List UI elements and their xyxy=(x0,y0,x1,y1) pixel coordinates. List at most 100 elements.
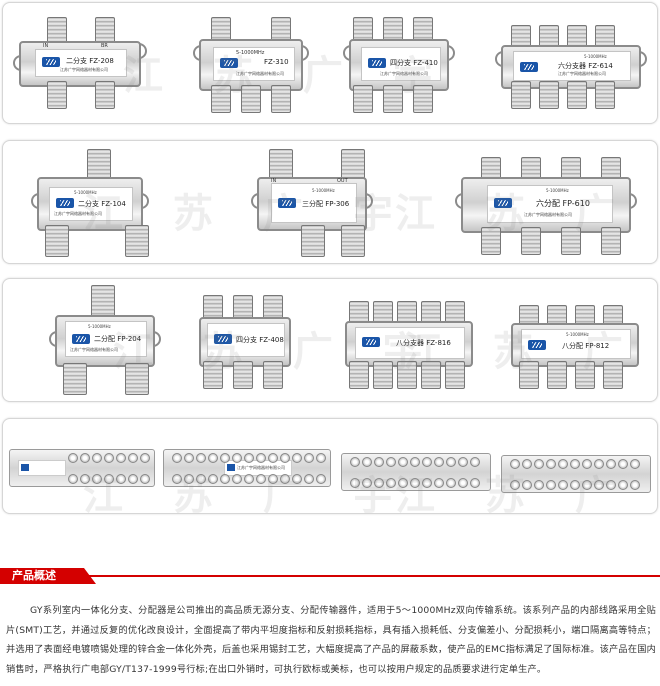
product-label: 四分支 FZ-410 江苏广宇网络器材有限公司 xyxy=(361,47,441,81)
logo-icon xyxy=(56,198,74,208)
freq-label: 5-1000MHz xyxy=(236,50,265,56)
coax-port xyxy=(630,480,640,490)
coax-port xyxy=(422,478,432,488)
logo-icon xyxy=(220,58,238,68)
model-label: 六分支器 FZ-614 xyxy=(558,62,613,70)
model-label: 四分支 FZ-408 xyxy=(236,336,284,344)
coax-port xyxy=(128,453,138,463)
logo-icon xyxy=(368,58,386,68)
freq-label: 5-1000MHz xyxy=(584,54,607,59)
f-connector-port xyxy=(567,81,587,109)
coax-port xyxy=(446,457,456,467)
coax-port xyxy=(398,457,408,467)
coax-port xyxy=(304,453,314,463)
coax-port xyxy=(80,474,90,484)
model-label: 四分支 FZ-410 xyxy=(390,59,438,67)
product-label: 5-1000MHz 二分支 FZ-104 江苏广宇网络器材有限公司 xyxy=(49,187,133,221)
coax-port xyxy=(630,459,640,469)
logo-icon xyxy=(362,337,380,347)
rack-splitter-2: 江苏广宇网络器材有限公司 xyxy=(163,449,331,487)
splitter-fz-208: 二分支 FZ-208 江苏广宇网络器材有限公司 IN BR xyxy=(13,17,147,109)
coax-port xyxy=(116,453,126,463)
splitter-fp-812: 5-1000MHz 八分配 FP-812 xyxy=(511,305,639,389)
product-label: 5-1000MHz 三分配 FP-306 xyxy=(271,183,357,223)
f-connector-port xyxy=(203,361,223,389)
coax-port xyxy=(196,474,206,484)
coax-port xyxy=(256,474,266,484)
freq-label: 5-1000MHz xyxy=(74,190,97,195)
product-label: 5-1000MHz 二分配 FP-204 江苏广宇网络器材有限公司 xyxy=(65,321,147,357)
coax-port xyxy=(546,480,556,490)
coax-port xyxy=(410,478,420,488)
coax-port xyxy=(220,474,230,484)
f-connector-port xyxy=(271,85,291,113)
f-connector-port xyxy=(547,361,567,389)
coax-port xyxy=(470,478,480,488)
coax-port xyxy=(196,453,206,463)
product-label: 二分支 FZ-208 江苏广宇网络器材有限公司 xyxy=(35,49,127,77)
coax-port xyxy=(606,480,616,490)
f-connector-port xyxy=(263,361,283,389)
f-connector-port xyxy=(125,363,149,395)
splitter-fz-614: 5-1000MHz 六分支器 FZ-614 江苏广宇网络器材有限公司 xyxy=(495,25,647,109)
coax-port xyxy=(606,459,616,469)
section-header: 产品概述 xyxy=(0,568,660,584)
product-panel-4: 江 苏 广 宇 江 苏 广 宇 江苏广宇网络器材有限公司 xyxy=(2,418,658,514)
f-connector-port xyxy=(125,225,149,257)
logo-icon xyxy=(227,464,235,471)
coax-port xyxy=(92,453,102,463)
f-connector-port xyxy=(95,81,115,109)
f-connector-port xyxy=(211,85,231,113)
model-label: 八分配 FP-812 xyxy=(562,342,610,350)
coax-port xyxy=(172,474,182,484)
freq-label: 5-1000MHz xyxy=(546,188,569,193)
coax-port xyxy=(244,453,254,463)
rack-label xyxy=(18,460,66,476)
f-connector-port xyxy=(241,85,261,113)
product-label: 5-1000MHz 八分配 FP-812 xyxy=(521,329,631,359)
coax-port xyxy=(316,474,326,484)
coax-port xyxy=(92,474,102,484)
coax-port xyxy=(534,459,544,469)
f-connector-port xyxy=(269,149,293,181)
f-connector-port xyxy=(91,285,115,317)
product-description: GY系列室内一体化分支、分配器是公司推出的高品质无源分支、分配传输器件，适用于5… xyxy=(6,605,656,675)
br-label: BR xyxy=(101,43,108,49)
coax-port xyxy=(280,453,290,463)
f-connector-port xyxy=(353,85,373,113)
logo-icon xyxy=(520,62,538,72)
coax-port xyxy=(292,453,302,463)
company-label: 江苏广宇网络器材有限公司 xyxy=(70,347,118,352)
coax-port xyxy=(398,478,408,488)
coax-port xyxy=(128,474,138,484)
coax-port xyxy=(594,459,604,469)
logo-icon xyxy=(214,334,232,344)
f-connector-port xyxy=(595,81,615,109)
coax-port xyxy=(208,474,218,484)
coax-port xyxy=(304,474,314,484)
coax-port xyxy=(410,457,420,467)
coax-port xyxy=(386,478,396,488)
logo-icon xyxy=(72,334,90,344)
coax-port xyxy=(350,457,360,467)
product-panel-3: 江 苏 广 宇 江 苏 广 宇 5-1000MHz 二分配 FP-204 江苏广… xyxy=(2,278,658,402)
rack-splitter-4 xyxy=(501,455,651,493)
coax-port xyxy=(522,459,532,469)
freq-label: 5-1000MHz xyxy=(312,188,335,193)
coax-port xyxy=(458,478,468,488)
in-label: IN xyxy=(43,43,49,49)
model-label: 六分配 FP-610 xyxy=(536,199,590,208)
coax-port xyxy=(220,453,230,463)
coax-port xyxy=(104,474,114,484)
coax-port xyxy=(316,453,326,463)
f-connector-port xyxy=(301,225,325,257)
rack-company-label: 江苏广宇网络器材有限公司 xyxy=(237,465,285,470)
freq-label: 5-1000MHz xyxy=(88,324,111,329)
coax-port xyxy=(172,453,182,463)
in-label: IN xyxy=(271,178,277,184)
model-label: FZ-310 xyxy=(264,58,289,66)
f-connector-port xyxy=(521,227,541,255)
f-connector-port xyxy=(45,225,69,257)
coax-port xyxy=(184,453,194,463)
coax-port xyxy=(570,480,580,490)
